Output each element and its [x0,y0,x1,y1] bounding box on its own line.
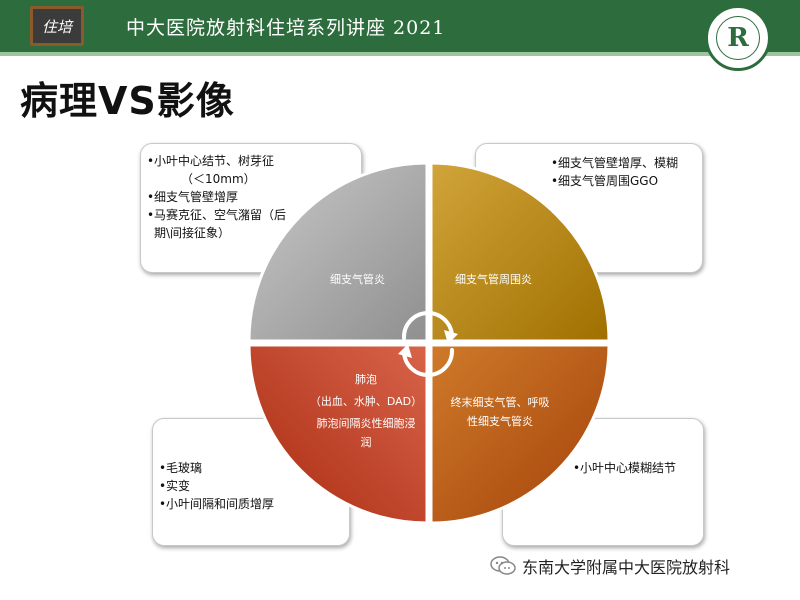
callout-item: •马赛克征、空气潴留（后 [147,208,287,222]
header-title: 中大医院放射科住培系列讲座 2021 [126,17,446,39]
header-accent-band [0,52,800,56]
quadrant-label-line: 肺泡 [355,373,377,386]
quadrant-label-bottom-left: 肺泡 （出血、水肿、DAD） 肺泡间隔炎性细胞浸 润 [306,370,426,452]
watermark-text: 东南大学附属中大医院放射科 [522,558,731,577]
footer-watermark: 东南大学附属中大医院放射科 [490,553,790,579]
quadrant-label-line: 终末细支气管、呼吸 [450,396,550,409]
quadrant-label-line: 肺泡间隔炎性细胞浸 [316,417,416,430]
callout-item: •细支气管壁增厚、模糊 [551,156,679,170]
cycle-arrows-icon [401,311,455,377]
wechat-icon [490,556,516,575]
callout-item: •实变 [159,479,191,493]
quadrant-bottom-right [429,343,611,525]
header-bar [0,0,800,52]
quadrant-bottom-left [247,343,429,525]
callout-item: •毛玻璃 [159,461,203,475]
callout-item: •细支气管壁增厚 [147,190,239,204]
emblem-letter: R [716,16,760,60]
arrow-head-icon [398,344,412,358]
quadrant-label-bottom-right: 终末细支气管、呼吸 性细支气管炎 [436,393,564,431]
callout-item: •小叶中心结节、树芽征 [147,154,275,168]
callout-item: 期\间接征象） [154,226,231,240]
logo-text: 住培 [41,17,72,36]
quadrant-label-top-left: 细支气管炎 [330,273,385,286]
quadrant-label-top-right: 细支气管周围炎 [455,273,532,286]
quadrant-top-left [247,161,429,343]
quadrant-label-line: 润 [360,436,372,449]
callout-item: •小叶间隔和间质增厚 [159,497,275,511]
logo-board: 住培 [30,6,84,46]
arrow-head-icon [444,330,458,344]
callout-item: •细支气管周围GGO [551,174,659,188]
quadrant-label-line: （出血、水肿、DAD） [309,395,423,408]
quadrant-label-line: 性细支气管炎 [467,415,533,428]
callout-item: （＜10mm） [181,172,256,186]
hospital-emblem-icon: R [705,5,771,71]
callout-item: •小叶中心模糊结节 [573,461,677,475]
slide-title: 病理VS影像 [20,79,235,123]
quadrant-top-right [429,161,611,343]
